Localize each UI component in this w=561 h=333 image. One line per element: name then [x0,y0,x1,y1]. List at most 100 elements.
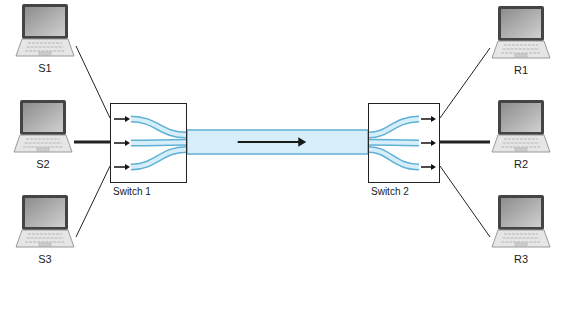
channel [369,140,419,145]
flow-arrow [421,166,431,168]
laptop-icon [14,193,76,251]
key-row [501,147,541,148]
arrow-head [431,116,436,122]
keyboard [492,41,550,58]
key-row [503,143,540,144]
flow-arrow [421,118,431,120]
cable [74,142,110,143]
cable-line [76,46,110,118]
switch-box: Switch 2 [368,103,440,183]
switch-label: Switch 1 [113,186,151,198]
screen [23,103,63,132]
cable-line [74,141,110,144]
arrow-head [125,116,130,122]
host-label: R1 [514,64,528,77]
screen [501,198,541,227]
link-pipe [187,130,368,154]
cable [440,166,490,237]
flow-line [238,141,300,143]
keyboard [16,39,74,56]
channel [369,119,419,135]
host-label: S2 [36,158,49,171]
screen [501,103,541,132]
key-row [504,139,538,140]
arrow-head [298,137,306,147]
screen-frame [22,195,68,230]
screen-frame [498,195,544,230]
key-row [503,238,540,239]
computer-node: S2 [12,98,74,171]
key-row [25,51,65,52]
arrow-head [125,164,130,170]
touchpad [515,243,527,246]
pipe-body [187,130,368,154]
touchpad [39,52,51,55]
channel [369,150,419,168]
keyboard [16,230,74,247]
flow-arrow [114,166,125,168]
host-label: S3 [38,253,51,266]
flow-arrow [114,142,125,144]
key-row [26,139,60,140]
keyboard [492,230,550,247]
computer-node: S3 [14,193,76,266]
switch-illustration [111,104,186,182]
arrow-head [431,164,436,170]
cable-line [440,141,490,144]
touchpad [37,148,49,151]
key-row [28,234,62,235]
cable [76,46,110,118]
key-row [501,53,541,54]
host-label: R2 [514,158,528,171]
keyboard [492,135,550,152]
cable [440,48,490,118]
key-row [25,242,65,243]
key-row [504,45,538,46]
laptop-icon [490,193,552,251]
key-row [501,242,541,243]
key-row [28,43,62,44]
flow-arrow [114,118,125,120]
arrow-head [431,140,436,146]
cable [76,166,110,237]
screen-frame [498,6,544,41]
cable-line [440,166,490,237]
cable-line [440,48,490,118]
channel [131,150,186,168]
key-row [25,143,62,144]
computer-node: R3 [490,193,552,266]
key-row [503,49,540,50]
computer-node: R2 [490,98,552,171]
flow-arrow [421,142,431,144]
cable [440,142,490,143]
host-label: R3 [514,253,528,266]
host-label: S1 [38,62,51,75]
screen-frame [498,100,544,135]
key-row [504,234,538,235]
switch-illustration [369,104,439,182]
screen [25,7,65,36]
channel-outline [131,139,186,147]
laptop-icon [14,2,76,60]
touchpad [515,54,527,57]
screen-frame [20,100,66,135]
laptop-icon [12,98,74,156]
laptop-icon [490,4,552,62]
computer-node: S1 [14,2,76,75]
keyboard [14,135,72,152]
channel [131,119,186,135]
arrow-head [125,140,130,146]
touchpad [39,243,51,246]
switch-label: Switch 2 [371,186,409,198]
channel-outline [369,119,419,135]
channel-outline [369,139,419,147]
screen [501,9,541,38]
screen-frame [22,4,68,39]
key-row [27,238,64,239]
key-row [23,147,63,148]
screen [25,198,65,227]
channel-outline [131,150,186,168]
computer-node: R1 [490,4,552,77]
